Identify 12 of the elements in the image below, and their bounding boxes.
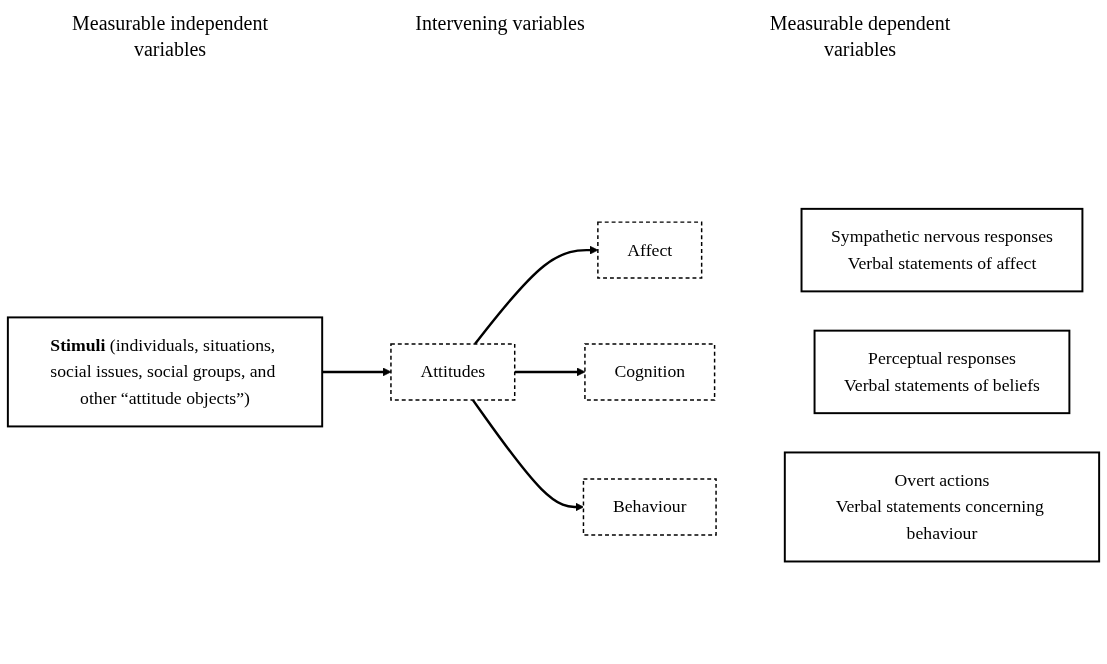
arrow <box>471 399 584 512</box>
node-box: Overt actions Verbal statements concerning behaviour <box>783 451 1101 563</box>
node-box: Cognition <box>584 343 716 401</box>
node-box: Stimuli (individuals, situations, social issues, social groups, and other “attitude objects”) <box>6 316 324 428</box>
node-box: Perceptual responses Verbal statements of beliefs <box>813 329 1071 414</box>
column-heading: Intervening variables <box>414 11 586 36</box>
node-box: Attitudes <box>390 343 516 401</box>
node-box: Behaviour <box>582 478 717 536</box>
node-box: Sympathetic nervous responses Verbal statements of affect <box>800 207 1084 293</box>
column-heading: Measurable independent variables <box>70 11 269 62</box>
node-box: Affect <box>597 221 703 279</box>
column-heading: Measurable dependent variables <box>768 11 952 62</box>
